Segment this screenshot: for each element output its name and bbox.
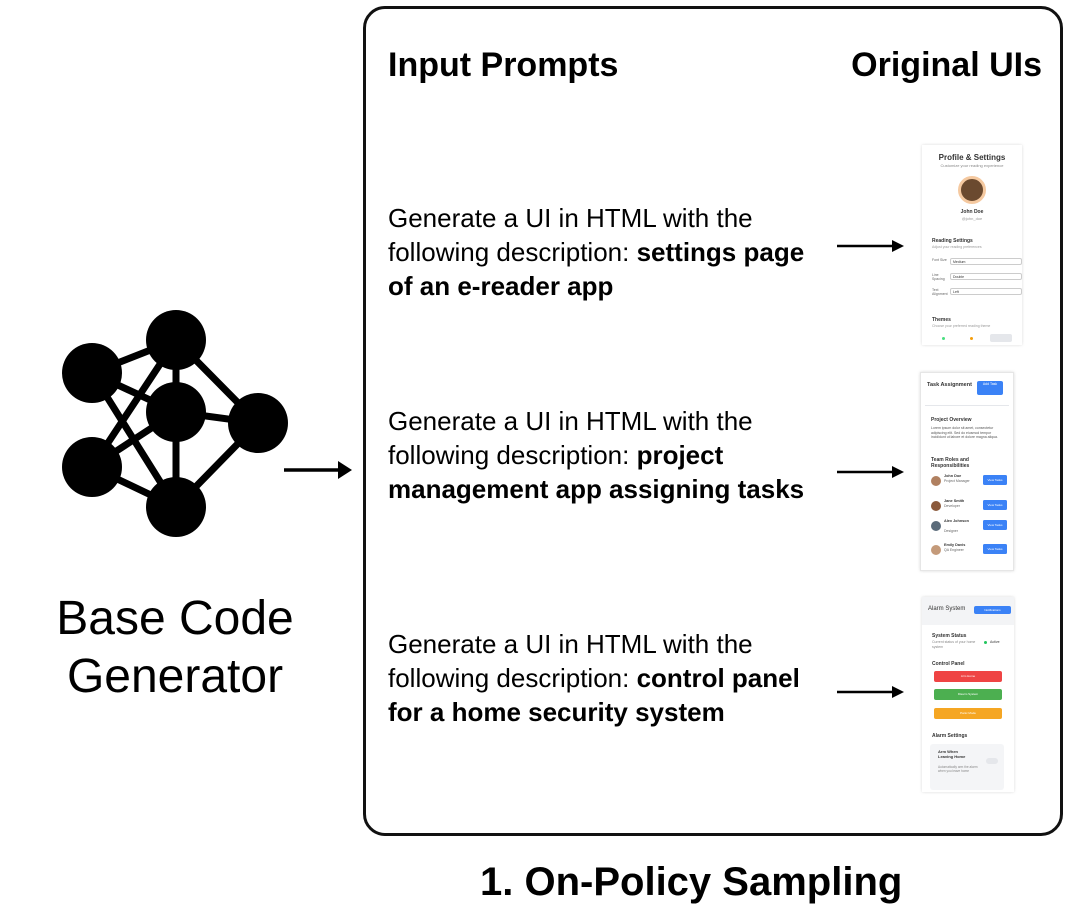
right-arrow-icon bbox=[284, 461, 352, 479]
add-task-button-label: Add Task bbox=[982, 382, 998, 386]
avatar bbox=[931, 501, 941, 511]
setting-select[interactable]: Medium bbox=[950, 258, 1022, 265]
thumb-header: Alarm System bbox=[928, 606, 966, 612]
right-arrow-icon bbox=[837, 240, 904, 252]
settings-ui-thumbnail: Profile & Settings Customize your readin… bbox=[922, 145, 1022, 345]
add-task-button[interactable]: Add Task bbox=[977, 381, 1003, 395]
member-role: QA Engineer bbox=[944, 548, 964, 552]
generator-label: Base Code Generator bbox=[0, 590, 350, 706]
graph-node bbox=[62, 343, 122, 403]
member-role: Designer bbox=[944, 529, 959, 533]
setting-row: Text Alignment Left bbox=[932, 288, 1022, 297]
prompt-text-1: Generate a UI in HTML with the following… bbox=[388, 201, 828, 303]
team-member: Jane Smith Developer View Tasks bbox=[931, 499, 1007, 517]
setting-select[interactable]: Double bbox=[950, 273, 1022, 280]
graph-node bbox=[228, 393, 288, 453]
avatar bbox=[958, 176, 986, 204]
prompt-text-3: Generate a UI in HTML with the following… bbox=[388, 627, 828, 729]
team-member: Emily Davis QA Engineer View Tasks bbox=[931, 543, 1007, 561]
thumb-handle: @john_doe bbox=[961, 216, 983, 221]
toggle-switch[interactable] bbox=[986, 758, 998, 764]
setting-label: Line Spacing bbox=[932, 273, 945, 281]
prompt-description: settings page of an e-reader app bbox=[388, 237, 805, 301]
roles-heading: Team Roles and Responsibilities bbox=[931, 457, 970, 469]
prompt-prefix: Generate a UI in HTML with the following… bbox=[388, 406, 753, 470]
status-sub: Current status of your home system bbox=[932, 640, 976, 649]
member-name: John Doe bbox=[944, 474, 962, 478]
generator-label-line2: Generator bbox=[66, 650, 284, 703]
prompt-description: project management app assigning tasks bbox=[388, 440, 805, 504]
view-tasks-button[interactable]: View Tasks bbox=[983, 544, 1007, 554]
view-tasks-button[interactable]: View Tasks bbox=[983, 520, 1007, 530]
right-arrow-icon bbox=[837, 686, 904, 698]
graph-node bbox=[146, 382, 206, 442]
reading-settings-heading: Reading Settings bbox=[932, 238, 973, 244]
footer-caption: 1. On-Policy Sampling bbox=[480, 860, 903, 904]
member-name: Jane Smith bbox=[944, 499, 965, 503]
member-role: Project Manager bbox=[944, 479, 970, 483]
prompt-prefix: Generate a UI in HTML with the following… bbox=[388, 629, 753, 693]
view-tasks-button[interactable]: View Tasks bbox=[983, 475, 1007, 485]
alarm-ui-thumbnail: Alarm System Notifications System Status… bbox=[922, 597, 1014, 792]
setting-label: Font Size bbox=[932, 258, 947, 262]
avatar bbox=[931, 545, 941, 555]
themes-heading: Themes bbox=[932, 317, 951, 323]
control-panel-heading: Control Panel bbox=[932, 661, 965, 667]
arm-home-button[interactable]: Arm Home bbox=[934, 671, 1002, 682]
input-prompts-header: Input Prompts bbox=[388, 46, 619, 84]
alarm-settings-heading: Alarm Settings bbox=[932, 733, 968, 739]
member-name: Emily Davis bbox=[944, 543, 966, 547]
member-name: Alex Johnson bbox=[944, 519, 969, 523]
graph-node bbox=[146, 310, 206, 370]
view-tasks-button[interactable]: View Tasks bbox=[983, 500, 1007, 510]
avatar bbox=[931, 521, 941, 531]
overview-text: Lorem ipsum dolor sit amet, consectetur … bbox=[931, 426, 998, 439]
divider bbox=[925, 405, 1009, 406]
setting-select[interactable]: Left bbox=[950, 288, 1022, 295]
prompt-text-2: Generate a UI in HTML with the following… bbox=[388, 404, 828, 506]
prompt-prefix: Generate a UI in HTML with the following… bbox=[388, 203, 753, 267]
thumb-header: Task Assignment bbox=[927, 382, 972, 388]
setting-row: Font Size Medium bbox=[932, 258, 1022, 267]
themes-sub: Choose your preferred reading theme bbox=[932, 324, 991, 328]
card-title: Arm When Leaving Home bbox=[938, 749, 966, 759]
right-arrow-icon bbox=[837, 466, 904, 478]
card-text: Automatically arm the alarm when you lea… bbox=[938, 765, 978, 774]
neural-network-graph-icon bbox=[62, 310, 288, 537]
theme-swatch[interactable] bbox=[990, 334, 1012, 342]
team-member: John Doe Project Manager View Tasks bbox=[931, 474, 1007, 492]
task-ui-thumbnail: Task Assignment Add Task Project Overvie… bbox=[920, 372, 1014, 571]
thumb-title: Profile & Settings bbox=[938, 153, 1006, 162]
prompt-description: control panel for a home security system bbox=[388, 663, 800, 727]
setting-row: Line Spacing Double bbox=[932, 273, 1022, 282]
original-uis-header: Original UIs bbox=[851, 46, 1042, 84]
avatar bbox=[931, 476, 941, 486]
graph-node bbox=[146, 477, 206, 537]
overview-heading: Project Overview bbox=[931, 417, 972, 423]
thumb-name: John Doe bbox=[960, 209, 984, 215]
settings-card: Arm When Leaving Home Automatically arm … bbox=[930, 744, 1004, 790]
theme-swatch[interactable] bbox=[942, 337, 945, 340]
setting-label: Text Alignment bbox=[932, 288, 948, 296]
notifications-button[interactable]: Notifications bbox=[974, 606, 1011, 614]
graph-node bbox=[62, 437, 122, 497]
status-dot-icon bbox=[984, 641, 987, 644]
sampling-panel bbox=[363, 6, 1063, 836]
status-value: Active bbox=[990, 640, 1000, 644]
disarm-button[interactable]: Disarm System bbox=[934, 689, 1002, 700]
status-heading: System Status bbox=[932, 633, 967, 639]
thumb-subtitle: Customize your reading experience bbox=[940, 163, 1004, 168]
generator-label-line1: Base Code bbox=[56, 592, 294, 645]
member-role: Developer bbox=[944, 504, 960, 508]
reading-settings-sub: Adjust your reading preferences bbox=[932, 245, 982, 249]
team-member: Alex Johnson Designer View Tasks bbox=[931, 519, 1007, 537]
theme-swatch[interactable] bbox=[970, 337, 973, 340]
panic-button[interactable]: Panic Mode bbox=[934, 708, 1002, 719]
